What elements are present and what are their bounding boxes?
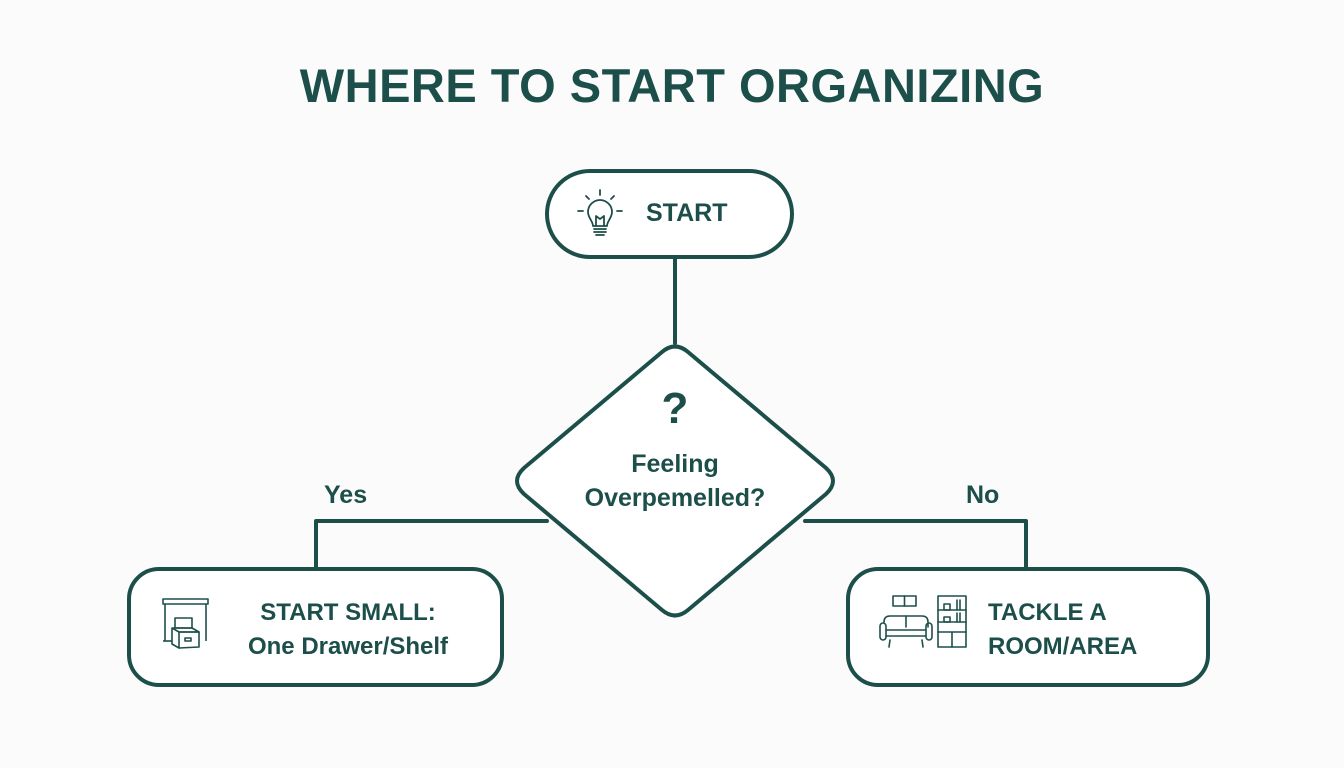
drawer-box-icon: [162, 598, 209, 649]
decision-node-label: Feeling Overpemelled?: [575, 447, 775, 515]
decision-line-2: Overpemelled?: [584, 484, 766, 512]
start-node-label: START: [646, 199, 728, 227]
connector-no-branch: [803, 519, 1028, 570]
connector-yes-branch: [314, 519, 549, 570]
yes-outcome-line-1: START SMALL:: [260, 599, 436, 626]
yes-branch-label: Yes: [324, 481, 368, 509]
no-outcome-label: TACKLE A ROOM/AREA: [988, 596, 1137, 664]
start-node: [545, 169, 794, 259]
decision-line-1: Feeling: [631, 450, 719, 478]
lightbulb-icon: [577, 189, 623, 236]
question-mark-icon: ?: [661, 384, 689, 433]
yes-outcome-label: START SMALL: One Drawer/Shelf: [234, 596, 462, 664]
no-outcome-line-1: TACKLE A: [988, 599, 1107, 626]
living-room-icon: [879, 595, 967, 648]
yes-outcome-node: [127, 567, 504, 687]
yes-outcome-line-2: One Drawer/Shelf: [247, 633, 449, 660]
decision-node: [515, 344, 835, 618]
diagram-title: WHERE TO START ORGANIZING: [299, 59, 1045, 112]
no-outcome-line-2: ROOM/AREA: [988, 633, 1138, 660]
no-branch-label: No: [966, 481, 1000, 509]
